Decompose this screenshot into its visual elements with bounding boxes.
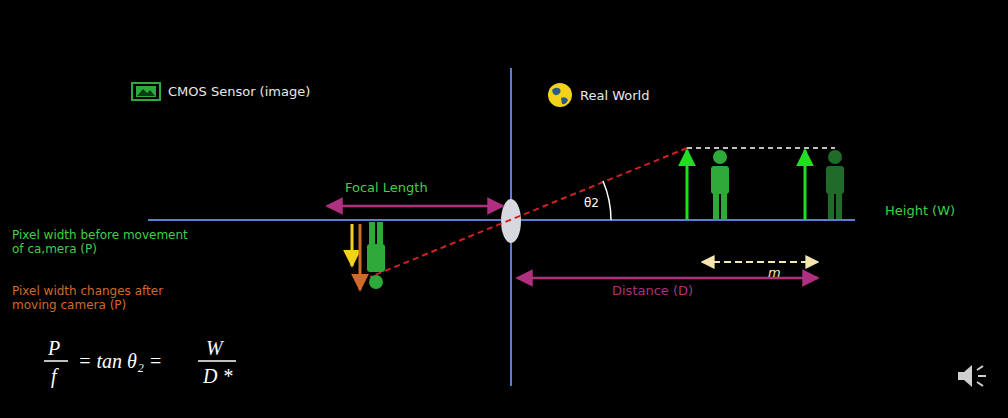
angle-arc bbox=[603, 181, 611, 220]
movement-arrow bbox=[702, 261, 818, 263]
height-reference bbox=[687, 147, 835, 149]
speaker-icon bbox=[958, 365, 986, 387]
panel-caption: CMOS Sensor (image) bbox=[168, 84, 310, 100]
formula-term: D * bbox=[203, 364, 232, 388]
note-label: Pixel width changes after moving camera … bbox=[12, 284, 197, 313]
lens bbox=[501, 199, 521, 243]
formula-term: = tan θ₂ = bbox=[78, 349, 162, 373]
fraction-bar bbox=[198, 360, 236, 362]
person-figure bbox=[711, 150, 729, 219]
image-arrow bbox=[359, 224, 362, 290]
formula-term: P bbox=[48, 336, 60, 360]
dimension-label: Distance (D) bbox=[612, 283, 693, 299]
fraction-bar bbox=[44, 360, 68, 362]
focal-length-arrow bbox=[327, 205, 503, 208]
angle-label: θ2 bbox=[584, 196, 599, 210]
inverted-person bbox=[367, 222, 385, 289]
person-figure bbox=[826, 150, 844, 219]
globe-icon bbox=[548, 83, 572, 107]
height-arrow bbox=[686, 150, 689, 220]
image-arrow bbox=[351, 224, 354, 266]
light-ray bbox=[370, 148, 687, 277]
panel-caption: Real World bbox=[580, 88, 649, 104]
formula-term: W bbox=[206, 336, 223, 360]
height-arrow bbox=[804, 150, 807, 220]
dimension-label: Focal Length bbox=[345, 180, 428, 196]
image-icon bbox=[132, 83, 160, 100]
formula-term: f bbox=[51, 364, 57, 388]
dimension-label: Height (W) bbox=[885, 203, 955, 219]
note-label: Pixel width before movement of ca,mera (… bbox=[12, 228, 197, 257]
dimension-label: m bbox=[768, 265, 781, 281]
